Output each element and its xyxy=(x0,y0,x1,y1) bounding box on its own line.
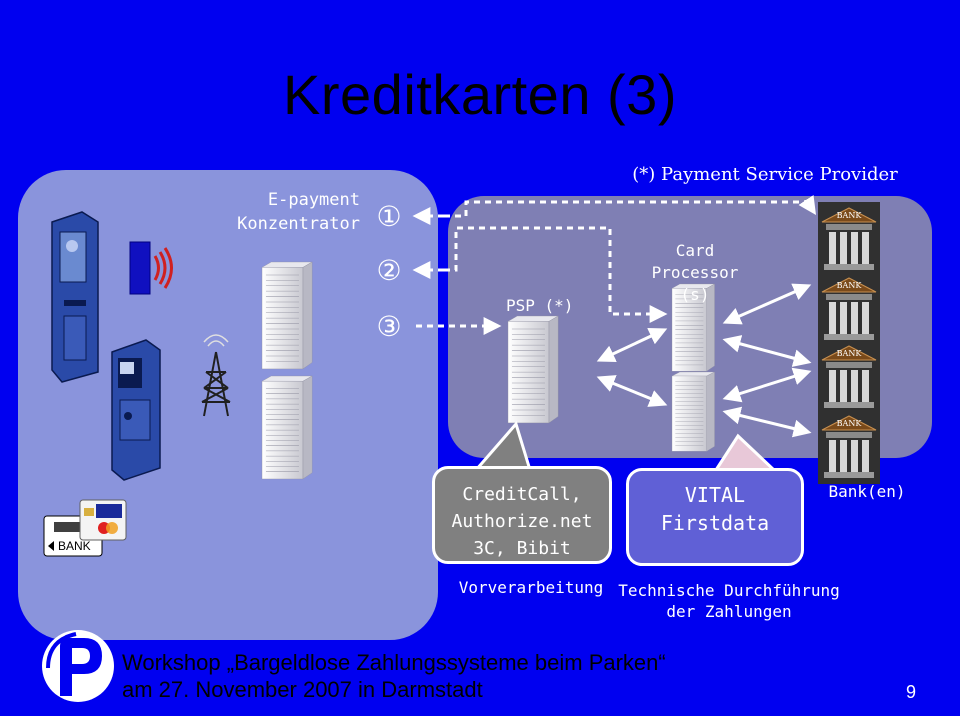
psp-server-icon xyxy=(507,315,559,424)
card-processor-label: Card Processor (s) xyxy=(640,240,750,306)
vital-box: VITAL Firstdata xyxy=(626,468,804,566)
settlement-arrows xyxy=(596,283,812,438)
bank-building-2-icon: BANK xyxy=(817,271,881,347)
bank-building-3-icon: BANK xyxy=(817,339,881,415)
vital-line2: Firstdata xyxy=(660,511,770,535)
card-processor-label-line2: Processor (s) xyxy=(651,263,739,304)
vital-line1: VITAL xyxy=(684,483,746,507)
step-3-marker: ③ xyxy=(376,310,402,343)
processors-callout-tail xyxy=(472,420,533,472)
concentrator-server-1-icon xyxy=(261,261,313,370)
concentrator-label: E-payment Konzentrator xyxy=(210,188,360,236)
parking-terminal-small-icon xyxy=(111,339,161,481)
bank-building-1-icon: BANK xyxy=(817,201,881,277)
radio-tower-icon xyxy=(201,334,231,417)
credit-card-icon xyxy=(79,499,127,541)
concentrator-label-line2: Konzentrator xyxy=(237,214,360,234)
svg-text:BANK: BANK xyxy=(837,419,863,428)
footer-date: am 27. November 2007 in Darmstadt xyxy=(122,677,483,702)
preprocessing-caption: Vorverarbeitung xyxy=(458,578,604,597)
step-1-marker: ① xyxy=(376,200,402,233)
processors-line1: CreditCall, xyxy=(462,484,582,505)
svg-text:BANK: BANK xyxy=(58,539,91,553)
bank-building-4-icon: BANK xyxy=(817,409,881,485)
concentrator-server-2-icon xyxy=(261,375,313,480)
psp-label: PSP (*) xyxy=(506,296,574,315)
footer-workshop: Workshop „Bargeldlose Zahlungssysteme be… xyxy=(122,650,666,675)
psp-header: (*) Payment Service Provider xyxy=(632,164,898,185)
contactless-reader-icon xyxy=(129,241,173,295)
processors-line3: 3C, Bibit xyxy=(473,538,571,559)
svg-text:BANK: BANK xyxy=(837,281,863,290)
execution-caption-line1: Technische Durchführung xyxy=(618,581,840,600)
step-2-marker: ② xyxy=(376,254,402,287)
processors-box: CreditCall, Authorize.net 3C, Bibit xyxy=(432,466,612,564)
execution-caption-line2: der Zahlungen xyxy=(666,602,792,621)
step-arrows xyxy=(412,195,816,335)
page-number: 9 xyxy=(905,682,916,702)
institute-logo xyxy=(42,630,114,702)
slide-title: Kreditkarten (3) xyxy=(283,63,677,126)
card-processor-label-line1: Card xyxy=(675,241,715,260)
banks-label: Bank(en) xyxy=(828,482,906,501)
concentrator-label-line1: E-payment xyxy=(267,190,360,210)
vital-callout-tail xyxy=(713,433,778,472)
execution-caption: Technische Durchführung der Zahlungen xyxy=(614,580,844,622)
processors-line2: Authorize.net xyxy=(451,511,593,532)
svg-text:BANK: BANK xyxy=(837,211,863,220)
card-processor-server-2-icon xyxy=(671,371,715,452)
svg-text:BANK: BANK xyxy=(837,349,863,358)
parking-terminal-tall-icon xyxy=(51,211,99,383)
